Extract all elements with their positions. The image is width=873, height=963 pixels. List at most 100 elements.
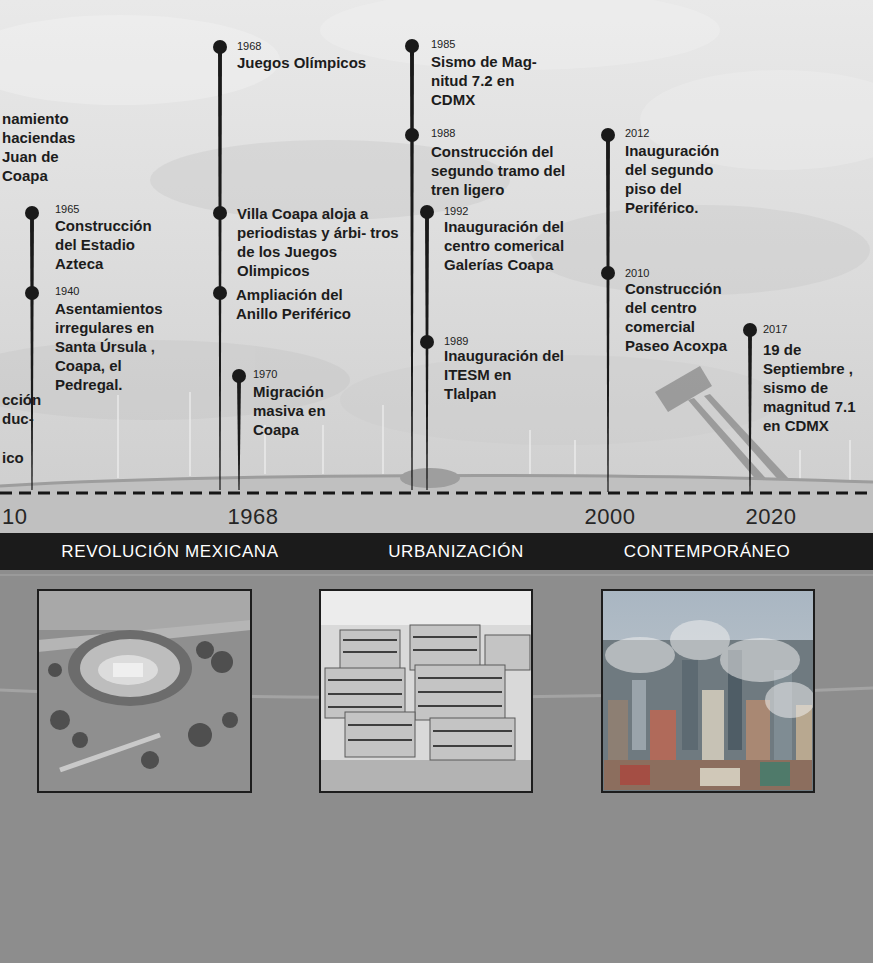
roof-dome xyxy=(400,468,460,488)
time-axis xyxy=(0,492,873,495)
label-slot: Construcción del segundo tramo del tren … xyxy=(431,142,583,199)
event-text: Inauguración del segundo piso del Perifé… xyxy=(625,141,739,217)
pin-dot xyxy=(405,128,419,142)
pin-dot xyxy=(420,335,434,349)
pin-dot xyxy=(405,39,419,53)
pin-needle xyxy=(748,330,752,492)
pin-dot xyxy=(25,286,39,300)
photo-stadium xyxy=(38,590,251,792)
label-slot: ico xyxy=(2,448,42,467)
event-text: Construcción del centro comercial Paseo … xyxy=(625,279,733,355)
axis-year: 1968 xyxy=(228,504,279,530)
label-slot: 1992 xyxy=(444,205,468,218)
axis-year: 10 xyxy=(2,504,27,530)
pin-needle xyxy=(218,47,222,490)
period-band: REVOLUCIÓN MEXICANA URBANIZACIÓN CONTEMPOR… xyxy=(0,533,873,570)
event-text: Construcción del segundo tramo del tren … xyxy=(431,142,583,199)
pin-needle xyxy=(425,212,429,490)
pin-needle xyxy=(606,135,610,492)
label-slot: namiento haciendas Juan de Coapa xyxy=(2,109,80,185)
pin-dot xyxy=(25,206,39,220)
event-text: Inauguración del centro comerical Galerí… xyxy=(444,217,568,274)
pin-needle xyxy=(30,213,34,490)
label-slot: 1968 xyxy=(228,504,279,530)
pin-dot xyxy=(420,205,434,219)
label-slot: 1968 xyxy=(237,40,261,53)
label-slot: Asentamientos irregulares en Santa Úrsul… xyxy=(55,299,171,394)
label-slot: 1970 xyxy=(253,368,277,381)
band-slot: CONTEMPORÁNEO xyxy=(624,533,790,570)
label-slot: 2010 xyxy=(625,267,649,280)
event-text: Villa Coapa aloja a periodistas y árbi- … xyxy=(237,204,405,280)
label-slot: Sismo de Mag- nitud 7.2 en CDMX xyxy=(431,52,553,109)
label-slot: 1988 xyxy=(431,127,455,140)
label-slot: Inauguración del centro comerical Galerí… xyxy=(444,217,568,274)
label-slot: Construcción del Estadio Azteca xyxy=(55,216,175,273)
pin-dot xyxy=(743,323,757,337)
band-shadow xyxy=(0,574,873,576)
timeline-pins xyxy=(25,39,757,492)
clouds xyxy=(0,0,873,445)
label-slot: cción duc- xyxy=(2,390,44,428)
axis-year: 2020 xyxy=(746,504,797,530)
pin-dot xyxy=(213,40,227,54)
label-slot: 2012 xyxy=(625,127,649,140)
label-slot: Villa Coapa aloja a periodistas y árbi- … xyxy=(237,204,405,280)
event-year: 1965 xyxy=(55,203,79,216)
event-text: ico xyxy=(2,448,42,467)
label-slot: 2017 xyxy=(763,323,787,336)
event-text: Juegos Olímpicos xyxy=(237,53,397,72)
label-slot: 1965 xyxy=(55,203,79,216)
label-slot: 2020 xyxy=(746,504,797,530)
stadium-poles xyxy=(118,392,850,482)
label-slot: Migración masiva en Coapa xyxy=(253,382,345,439)
event-year: 1989 xyxy=(444,335,468,348)
pin-dot xyxy=(232,369,246,383)
event-text: Migración masiva en Coapa xyxy=(253,382,345,439)
label-slot: Ampliación del Anillo Periférico xyxy=(236,285,370,323)
period-name: URBANIZACIÓN xyxy=(388,542,524,562)
event-year: 2010 xyxy=(625,267,649,280)
event-year: 2017 xyxy=(763,323,787,336)
period-name: CONTEMPORÁNEO xyxy=(624,542,790,562)
label-slot: 1985 xyxy=(431,38,455,51)
event-text: Sismo de Mag- nitud 7.2 en CDMX xyxy=(431,52,553,109)
band-slot: URBANIZACIÓN xyxy=(388,533,524,570)
label-slot: Construcción del centro comercial Paseo … xyxy=(625,279,733,355)
pin-needle xyxy=(410,46,414,490)
label-slot: 10 xyxy=(2,504,27,530)
event-year: 1968 xyxy=(237,40,261,53)
label-slot: Inauguración del segundo piso del Perifé… xyxy=(625,141,739,217)
event-text: 19 de Septiembre , sismo de magnitud 7.1… xyxy=(763,340,867,435)
pin-needle xyxy=(237,376,241,490)
event-text: Construcción del Estadio Azteca xyxy=(55,216,175,273)
event-year: 1985 xyxy=(431,38,455,51)
axis-year: 2000 xyxy=(585,504,636,530)
period-name: REVOLUCIÓN MEXICANA xyxy=(61,542,278,562)
event-year: 1940 xyxy=(55,285,79,298)
lower-ground xyxy=(0,570,873,963)
label-slot: 19 de Septiembre , sismo de magnitud 7.1… xyxy=(763,340,867,435)
event-year: 1970 xyxy=(253,368,277,381)
event-year: 1992 xyxy=(444,205,468,218)
label-slot: 1989 xyxy=(444,335,468,348)
pin-dot xyxy=(213,206,227,220)
event-text: cción duc- xyxy=(2,390,44,428)
event-text: Inauguración del ITESM en Tlalpan xyxy=(444,346,564,403)
event-text: Ampliación del Anillo Periférico xyxy=(236,285,370,323)
photo-city-earthquake xyxy=(602,590,815,792)
label-slot: 2000 xyxy=(585,504,636,530)
band-slot: REVOLUCIÓN MEXICANA xyxy=(61,533,278,570)
event-text: Asentamientos irregulares en Santa Úrsul… xyxy=(55,299,171,394)
pin-dot xyxy=(601,266,615,280)
event-year: 1988 xyxy=(431,127,455,140)
event-year: 2012 xyxy=(625,127,649,140)
pin-dot xyxy=(213,286,227,300)
photo-housing xyxy=(320,590,532,792)
event-text: namiento haciendas Juan de Coapa xyxy=(2,109,80,185)
label-slot: Inauguración del ITESM en Tlalpan xyxy=(444,346,564,403)
label-slot: Juegos Olímpicos xyxy=(237,53,397,72)
pin-dot xyxy=(601,128,615,142)
label-slot: 1940 xyxy=(55,285,79,298)
